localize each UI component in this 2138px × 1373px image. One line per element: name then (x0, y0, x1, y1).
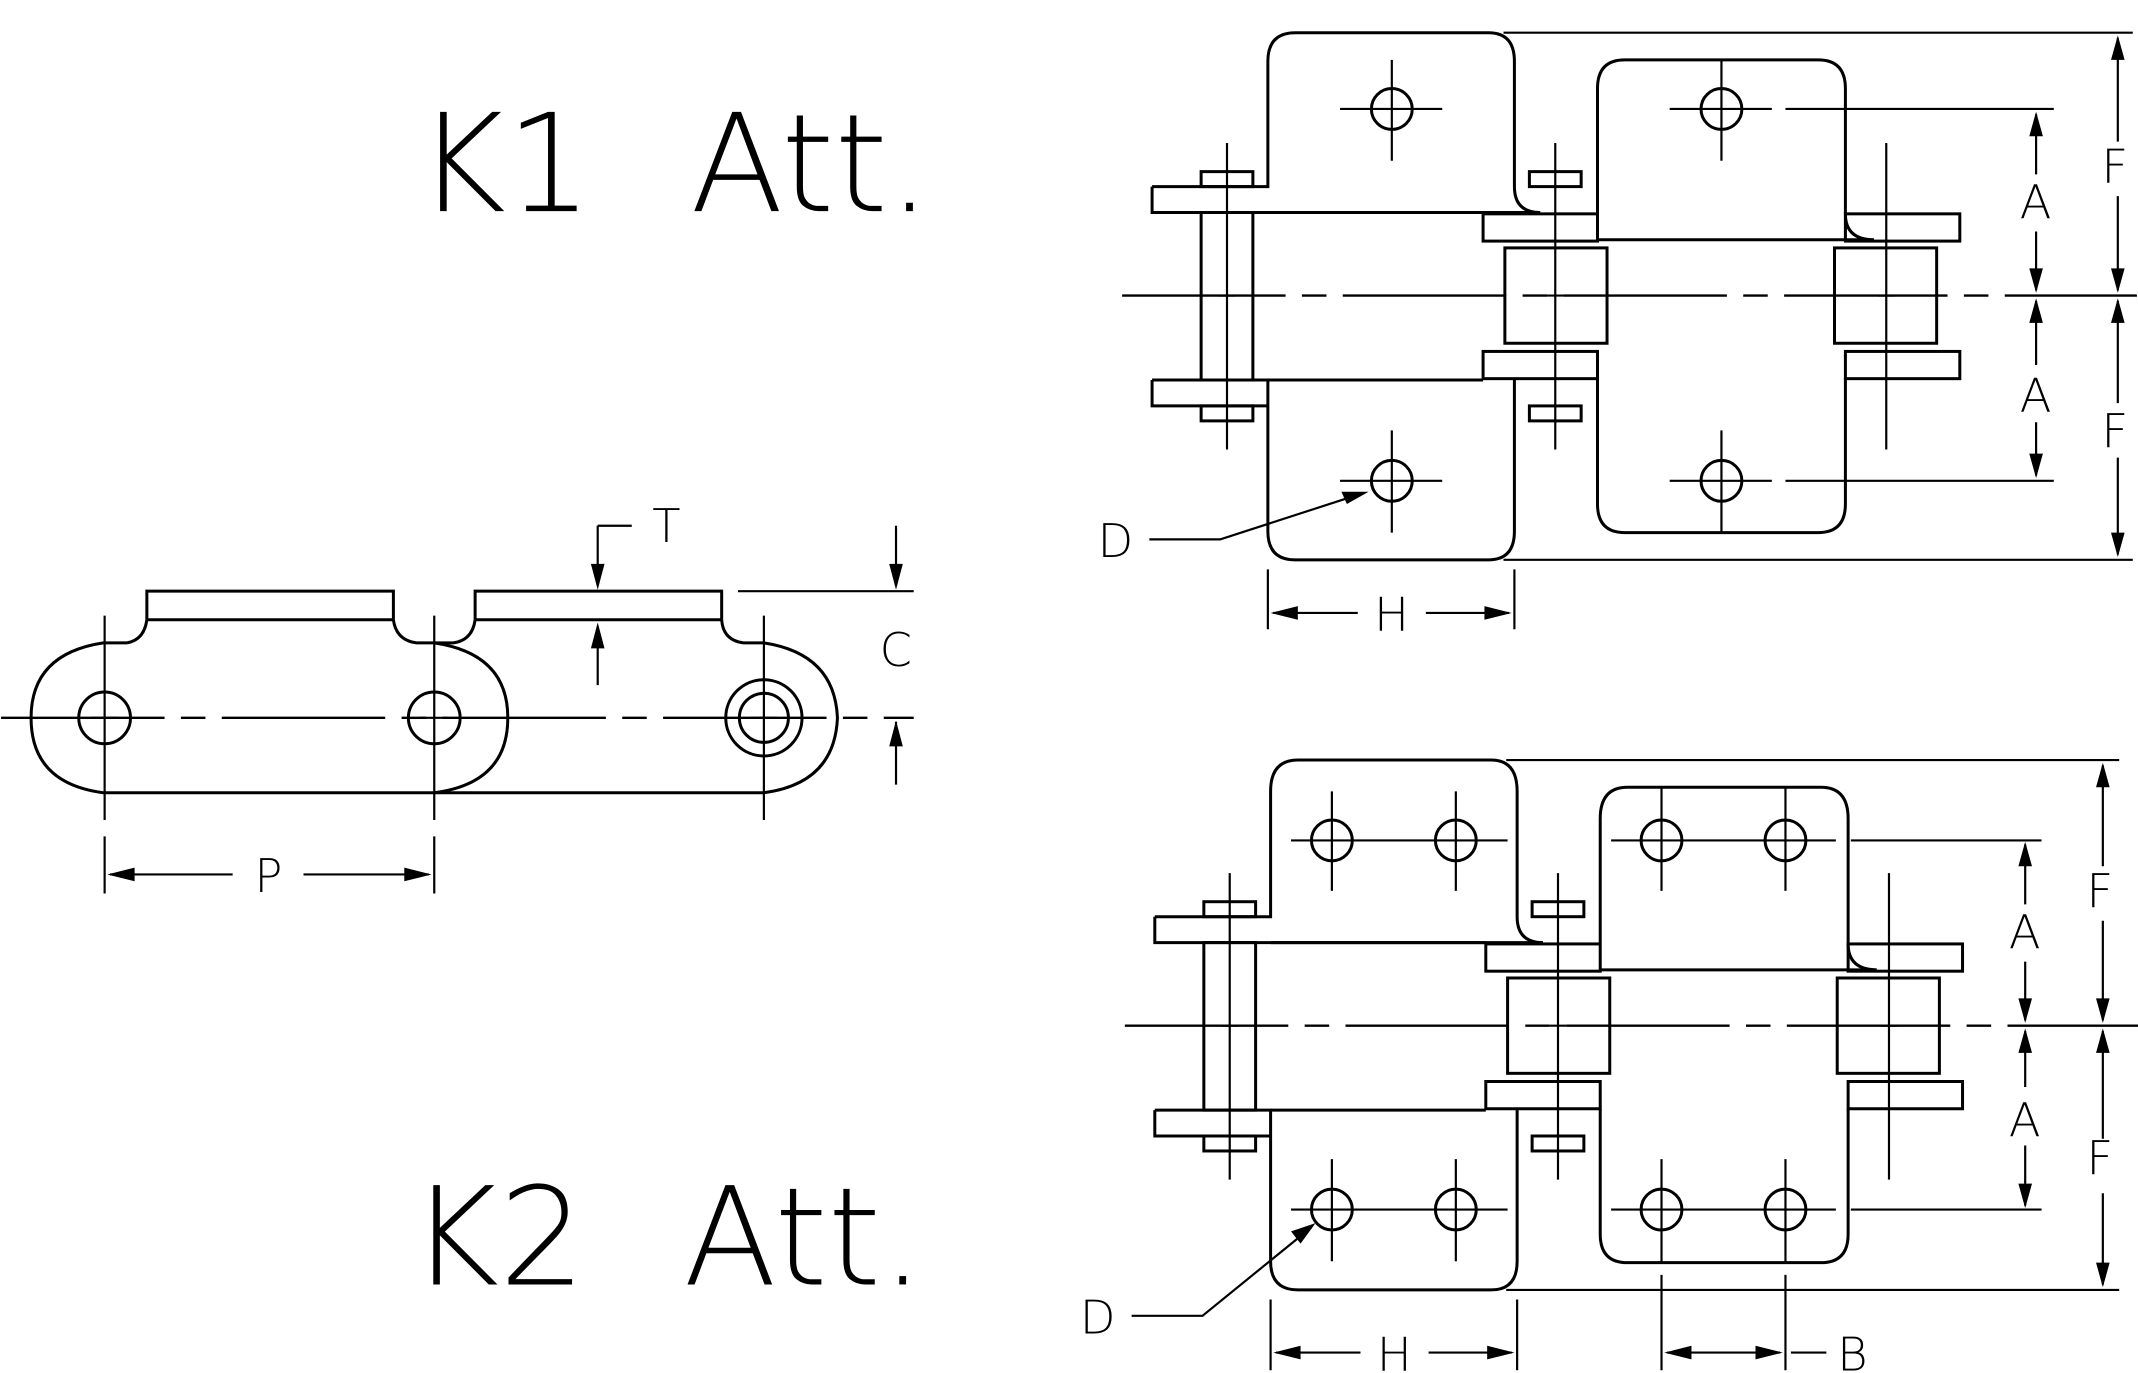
attachment-hole (1291, 1159, 1508, 1262)
dim-label-c: C (880, 623, 912, 677)
title-k2: K2 Att. (410, 1159, 925, 1317)
dim-label-h: H (1377, 1327, 1412, 1373)
title-k1: K1 Att. (417, 86, 932, 244)
dim-label-h: H (1374, 588, 1409, 642)
dim-label-f: F (2101, 404, 2128, 458)
k1-plan-view: A A F F D H (1098, 31, 2137, 642)
attachment-hole (1611, 1159, 1836, 1263)
side-view: P T C (1, 499, 914, 903)
dim-label-b: B (1837, 1327, 1867, 1373)
dim-label-d: D (1098, 514, 1134, 568)
dim-label-f: F (2086, 1131, 2113, 1185)
attachment-hole (1291, 791, 1508, 891)
dim-label-t: T (652, 499, 680, 553)
attachment-hole (1340, 430, 1443, 533)
attachment-hole (1669, 59, 1772, 161)
dim-label-f: F (2086, 864, 2113, 918)
attachment-hole (1340, 59, 1443, 161)
dim-label-f: F (2101, 140, 2128, 194)
k2-plan-view: A A F F D H B (1080, 758, 2138, 1373)
dim-label-p: P (254, 849, 282, 903)
dim-label-a: A (2009, 1093, 2041, 1147)
attachment-hole (1669, 430, 1772, 533)
dim-label-a: A (2009, 905, 2041, 959)
dim-label-a: A (2020, 175, 2052, 229)
dim-label-a: A (2020, 368, 2052, 422)
dim-label-d: D (1080, 1290, 1116, 1344)
attachment-hole (1611, 787, 1836, 891)
